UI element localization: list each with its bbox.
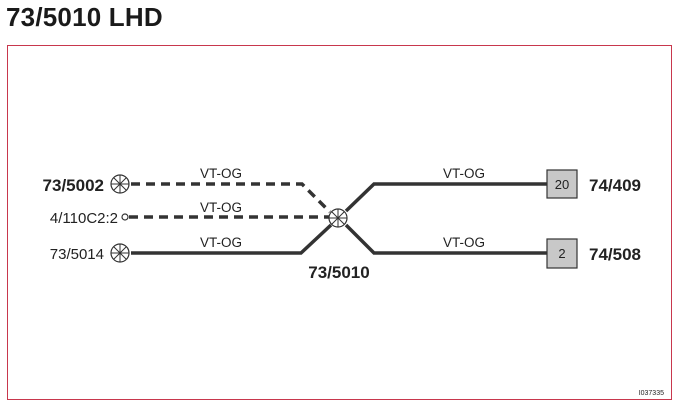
label-74-508: 74/508 bbox=[589, 245, 641, 264]
wire-73-5002 bbox=[131, 182, 332, 214]
diagram-title: 73/5010 LHD bbox=[6, 2, 163, 32]
label-73-5010: 73/5010 bbox=[308, 263, 369, 282]
wire-74-409 bbox=[344, 182, 547, 213]
connector-symbol-73-5014 bbox=[110, 243, 130, 263]
wire-73-5014 bbox=[131, 223, 333, 255]
connector-symbol-73-5002 bbox=[110, 174, 130, 194]
figure-id: I037335 bbox=[639, 390, 664, 397]
wire-label-bot-right: VT-OG bbox=[443, 235, 485, 250]
pin-box-74-508 bbox=[546, 238, 578, 269]
pin-box-74-409 bbox=[546, 169, 578, 199]
wire-label-mid-left: VT-OG bbox=[200, 200, 242, 215]
connector-symbol-4-110c2 bbox=[121, 213, 129, 221]
wire-74-508 bbox=[344, 223, 547, 255]
wire-label-top-right: VT-OG bbox=[443, 166, 485, 181]
label-73-5014: 73/5014 bbox=[50, 246, 104, 263]
pin-number-74-508: 2 bbox=[558, 246, 565, 261]
wire-label-top-left: VT-OG bbox=[200, 166, 242, 181]
label-74-409: 74/409 bbox=[589, 176, 641, 195]
pin-number-74-409: 20 bbox=[555, 177, 569, 192]
label-73-5002: 73/5002 bbox=[43, 176, 104, 195]
wire-label-bot-left: VT-OG bbox=[200, 235, 242, 250]
label-4-110c2: 4/110C2:2 bbox=[50, 210, 118, 227]
splice-symbol-73-5010 bbox=[328, 208, 348, 228]
diagram-frame bbox=[7, 45, 672, 400]
